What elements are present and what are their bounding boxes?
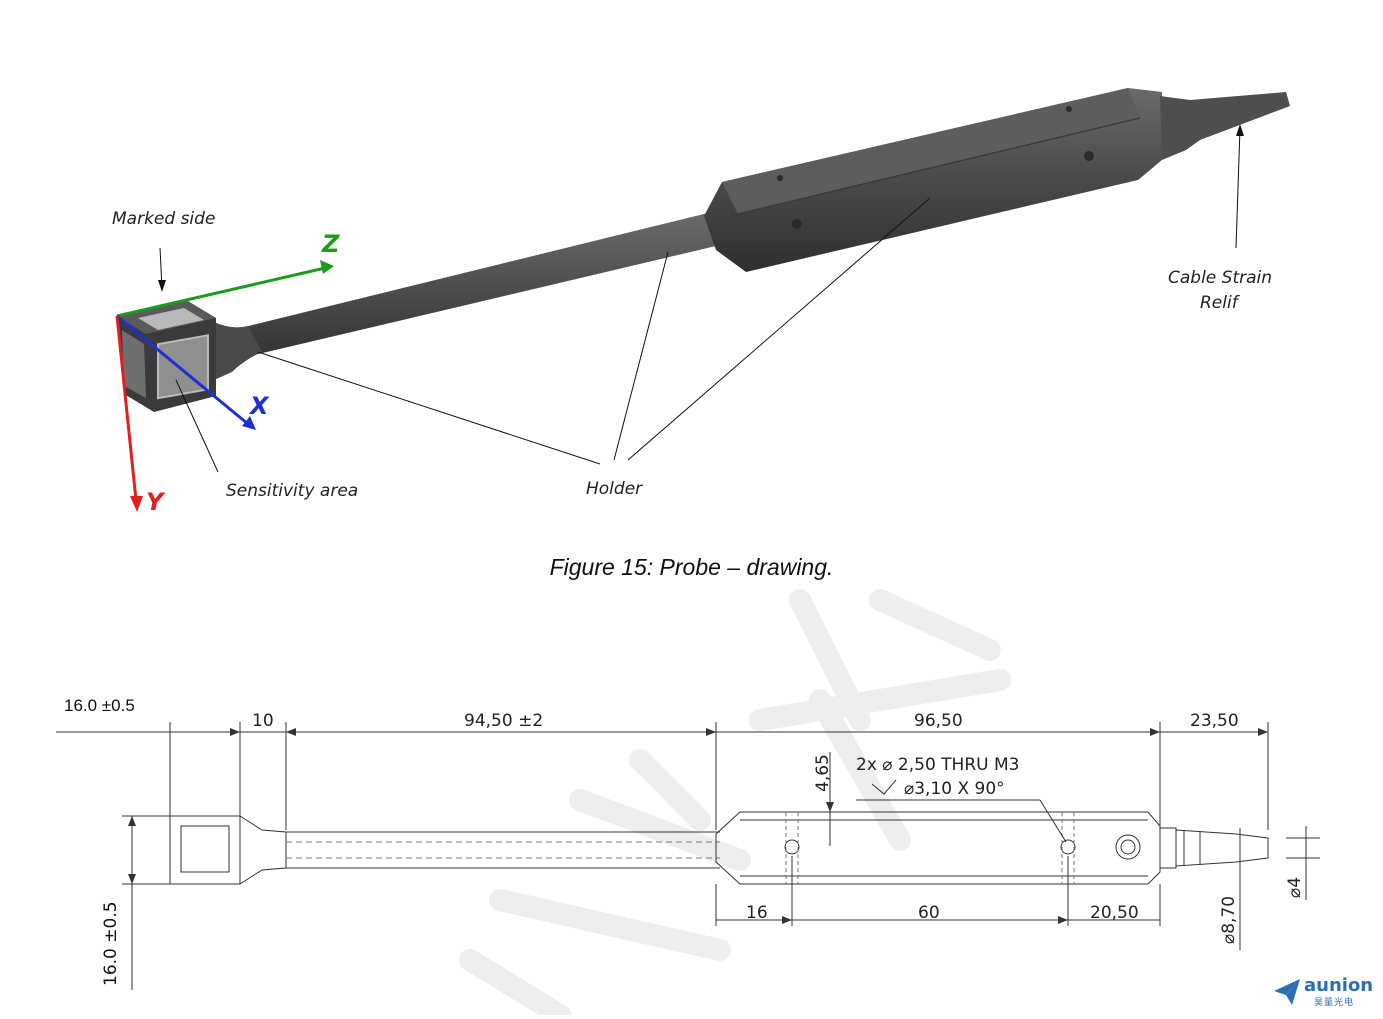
figure-caption: Figure 15: Probe – drawing.	[549, 554, 834, 580]
cable-strain-label-line2: Relif	[1200, 293, 1241, 313]
dim-dia-8-70: ⌀8,70	[1219, 896, 1239, 944]
dim-60: 60	[918, 903, 940, 923]
cable-strain-label-line1: Cable Strain	[1168, 268, 1272, 288]
dim-20-50: 20,50	[1090, 903, 1139, 923]
aunion-logo: aunion 昊量光电	[1272, 975, 1380, 1009]
watermark	[459, 589, 1011, 1019]
cable-strain-relief	[1160, 92, 1290, 160]
dim-16: 16	[746, 903, 768, 923]
engineering-drawing	[56, 722, 1320, 990]
logo-subtext: 昊量光电	[1314, 998, 1355, 1008]
dim-96-50: 96,50	[914, 711, 963, 731]
left-vertical-label: 16.0 ±0.5	[101, 901, 121, 986]
dim-10: 10	[252, 711, 274, 731]
logo-text: aunion	[1304, 975, 1374, 996]
y-axis-label: Y	[146, 488, 166, 516]
sensitivity-area-label: Sensitivity area	[226, 481, 358, 501]
coordinate-axes	[115, 260, 334, 512]
x-axis-label: X	[248, 392, 270, 420]
holder-label: Holder	[586, 479, 643, 499]
leader-lines	[159, 127, 1241, 473]
logo-mark-icon	[1274, 979, 1300, 1005]
z-axis-label: Z	[321, 230, 340, 258]
probe-rod	[232, 212, 716, 356]
probe-neck	[214, 322, 262, 380]
dim-4-65: 4,65	[813, 754, 833, 792]
top-left-label: 16.0 ±0.5	[64, 696, 135, 715]
dim-94-50: 94,50 ±2	[464, 711, 543, 731]
hole-note-line2: ⌀3,10 X 90°	[904, 779, 1005, 799]
marked-side-label: Marked side	[112, 209, 215, 229]
dim-23-50: 23,50	[1190, 711, 1239, 731]
hole-note-line1: 2x ⌀ 2,50 THRU M3	[856, 755, 1019, 775]
dim-dia-4: ⌀4	[1285, 877, 1305, 898]
dimension-arrows	[128, 728, 1268, 924]
